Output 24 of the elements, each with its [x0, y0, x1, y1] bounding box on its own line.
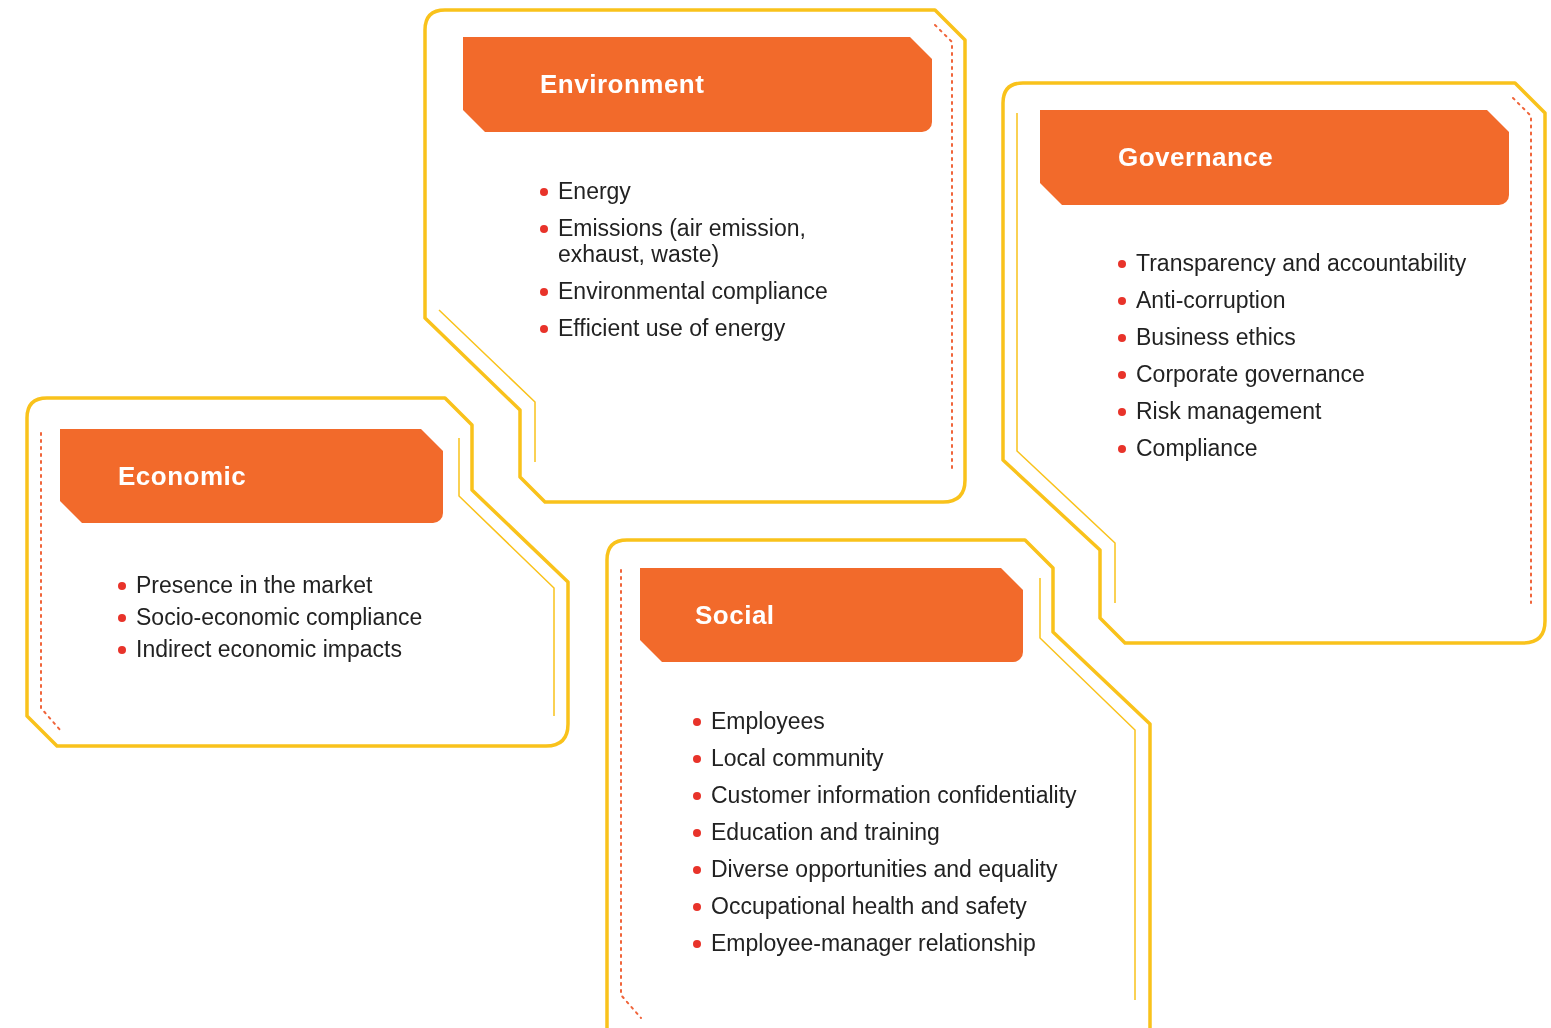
bullet-item: Education and training [693, 819, 1133, 845]
bullet-item: Emissions (air emission, exhaust, waste) [540, 215, 840, 267]
bullet-item: Efficient use of energy [540, 315, 840, 341]
bullet-item: Employees [693, 708, 1133, 734]
bullet-item: Diverse opportunities and equality [693, 856, 1133, 882]
header-band: Economic [60, 429, 443, 523]
bullet-item: Compliance [1118, 435, 1538, 461]
bullet-item: Occupational health and safety [693, 893, 1133, 919]
bullet-item: Transparency and accountability [1118, 250, 1538, 276]
header-band: Governance [1040, 110, 1509, 205]
bullet-item: Customer information confidentiality [693, 782, 1133, 808]
bullet-item: Employee-manager relationship [693, 930, 1133, 956]
bullet-item: Energy [540, 178, 840, 204]
bullet-item: Anti-corruption [1118, 287, 1538, 313]
bullet-item: Socio-economic compliance [118, 604, 518, 630]
header-band: Environment [463, 37, 932, 132]
bullet-item: Business ethics [1118, 324, 1538, 350]
bullet-item: Risk management [1118, 398, 1538, 424]
bullet-item: Environmental compliance [540, 278, 840, 304]
header-band: Social [640, 568, 1023, 662]
bullet-item: Corporate governance [1118, 361, 1538, 387]
bullet-item: Local community [693, 745, 1133, 771]
bullet-item: Presence in the market [118, 572, 518, 598]
bullet-item: Indirect economic impacts [118, 636, 518, 662]
